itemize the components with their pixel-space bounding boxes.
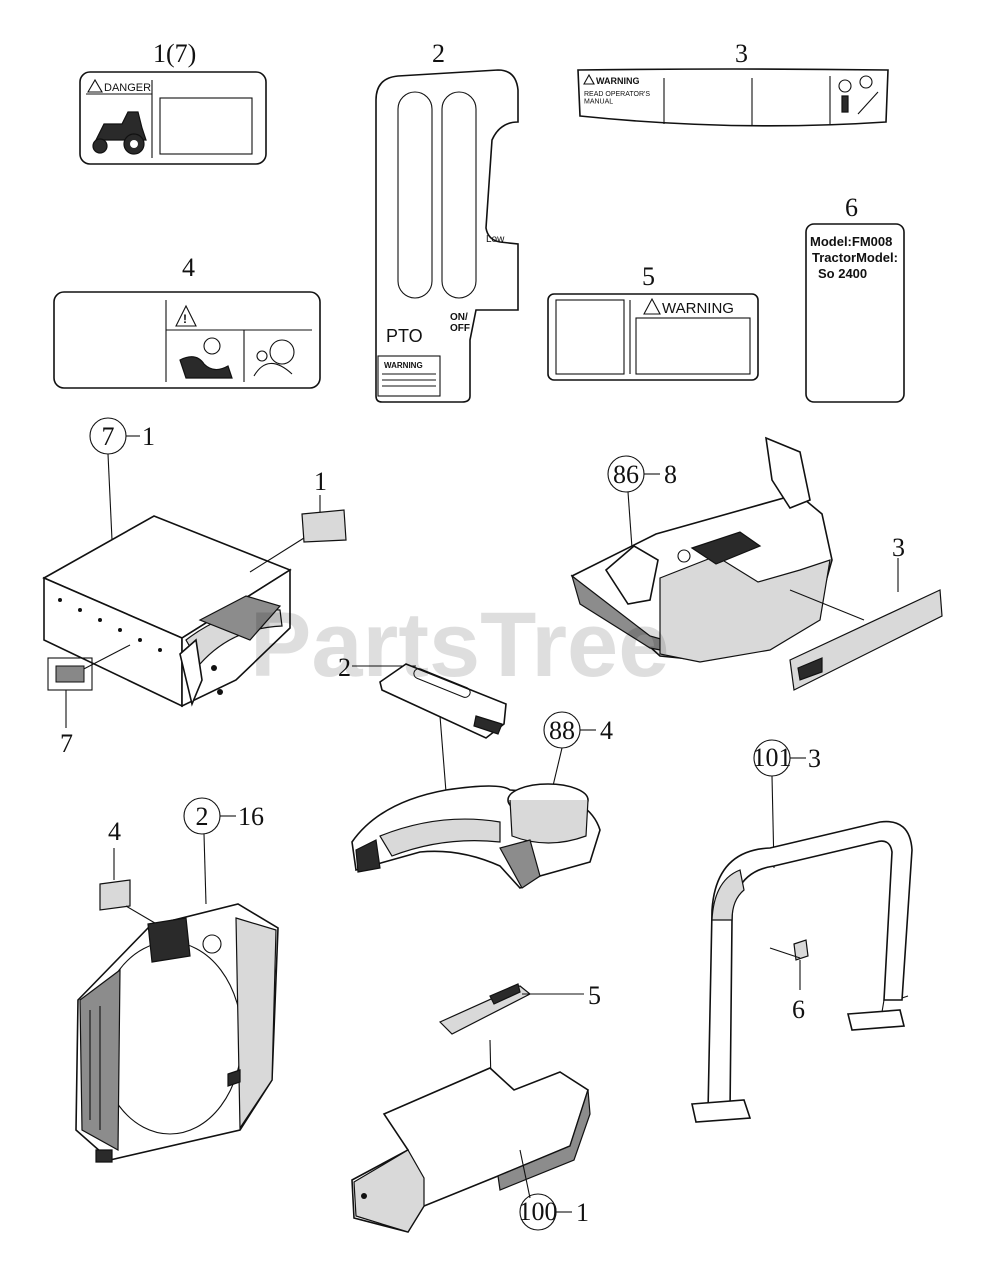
decal-4[interactable]: 4 ! (53, 253, 321, 389)
plate-ref: 100 (519, 1197, 558, 1226)
decal-4-callout: 4 (182, 253, 195, 282)
decal-6-line2: TractorModel: (812, 250, 898, 265)
decal-5-warning-text: WARNING (662, 300, 734, 317)
decal-2-pto[interactable]: 2 PTO ON/OFF Low WARNING (375, 39, 519, 403)
console-qty: 4 (600, 716, 613, 745)
decal-5-warning[interactable]: 5 WARNING (547, 262, 759, 381)
grille-decal-4-callout: 4 (108, 817, 121, 846)
frame-ref: 7 (102, 422, 115, 451)
assembly-grille-2[interactable]: 4 2 16 (75, 797, 279, 1163)
decal-1-danger[interactable]: 1(7) DANGER (79, 39, 267, 165)
console-decal-2 (379, 663, 507, 739)
fender-decal-3 (789, 589, 943, 691)
grille-decal-4 (99, 879, 131, 911)
decal-6-line1: Model:FM008 (810, 234, 892, 249)
decal-3-warning-text: WARNING (596, 76, 640, 86)
rops-decal-6-callout: 6 (792, 995, 805, 1024)
plate-qty: 1 (576, 1198, 589, 1227)
grille-qty: 16 (238, 802, 264, 831)
rops-ref: 101 (753, 743, 792, 772)
decal-2-callout: 2 (432, 39, 445, 68)
frame-decal-7-callout: 7 (60, 729, 73, 758)
decal-2-onoff-text: ON/OFF (450, 312, 470, 334)
frame-decal-7 (47, 657, 93, 691)
entanglement-icon (179, 337, 233, 379)
decal-5-callout: 5 (642, 262, 655, 291)
svg-text:!: ! (183, 312, 187, 326)
frame-decal-1 (301, 509, 347, 543)
decal-6-line3: So 2400 (818, 266, 867, 281)
decal-3-callout: 3 (735, 39, 748, 68)
frame-decal-1-callout: 1 (314, 467, 327, 496)
assembly-console-88[interactable]: 2 88 4 (338, 653, 613, 890)
rops-decal-6 (793, 939, 809, 961)
assembly-rops-101[interactable]: 101 3 6 (691, 739, 913, 1123)
tractor-icon (92, 111, 147, 155)
fender-decal-3-callout: 3 (892, 533, 905, 562)
assembly-plate-100[interactable]: 5 100 1 (351, 981, 601, 1233)
assembly-frame-7[interactable]: 7 1 7 1 (42, 417, 347, 758)
decal-1-danger-text: DANGER (104, 82, 151, 94)
decal-1-callout: 1(7) (153, 39, 196, 68)
assembly-fender-86[interactable]: 86 8 3 (570, 436, 943, 691)
decal-6-model-plate[interactable]: 6 Model:FM008 TractorModel: So 2400 (805, 193, 905, 403)
grille-ref: 2 (196, 802, 209, 831)
rops-qty: 3 (808, 744, 821, 773)
decal-2-warning-text: WARNING (384, 361, 423, 370)
frame-qty: 1 (142, 422, 155, 451)
console-decal-2-callout: 2 (338, 653, 351, 682)
shaft-hazard-icon (253, 339, 295, 377)
watermark: PartsTree (250, 594, 669, 696)
decal-6-callout: 6 (845, 193, 858, 222)
plate-decal-5-callout: 5 (588, 981, 601, 1010)
fender-ref: 86 (613, 460, 639, 489)
fender-qty: 8 (664, 460, 677, 489)
console-ref: 88 (549, 716, 575, 745)
decal-2-low-text: Low (486, 234, 505, 245)
decal-2-pto-text: PTO (386, 326, 423, 346)
